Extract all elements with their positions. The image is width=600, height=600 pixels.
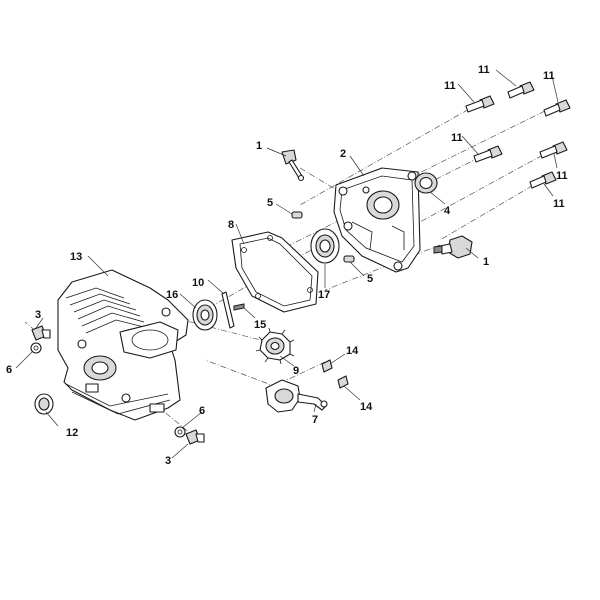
bolt-b: [507, 81, 535, 99]
callout-6-upper: 6: [6, 364, 12, 376]
callout-11-d: 11: [451, 132, 463, 144]
leader-lines: [15, 69, 559, 459]
ball-bearing: [310, 228, 340, 264]
callout-10: 10: [192, 277, 204, 289]
callout-11-b: 11: [478, 64, 490, 76]
callout-3-upper: 3: [35, 309, 41, 321]
governor-arm-assembly: [265, 379, 328, 413]
crankcase-block: [57, 269, 189, 421]
callout-9: 9: [293, 365, 299, 377]
callout-7: 7: [312, 414, 318, 426]
bolt-e: [539, 141, 568, 159]
breather-upper: [281, 149, 305, 182]
bolt-c: [543, 99, 571, 117]
bolt-f: [529, 171, 557, 189]
callout-5-lower: 5: [367, 273, 373, 285]
callout-11-a: 11: [444, 80, 456, 92]
callout-16: 16: [166, 289, 178, 301]
governor-gear: [255, 327, 295, 365]
oil-seal-cover: [414, 172, 438, 194]
callout-6-lower: 6: [199, 405, 205, 417]
bolt-d: [473, 145, 503, 163]
dowel-pin-lower: [343, 255, 355, 263]
oil-seal-crankcase: [192, 299, 218, 331]
callout-15: 15: [254, 319, 266, 331]
washer-lower: [174, 426, 186, 438]
callout-14-upper: 14: [346, 345, 359, 357]
callout-13: 13: [70, 251, 82, 263]
callout-5-upper: 5: [267, 197, 273, 209]
sensor-lower: [433, 235, 473, 259]
dowel-plate: [221, 291, 245, 329]
callout-11-c: 11: [543, 70, 555, 82]
callout-4: 4: [444, 205, 451, 217]
dowel-pin-upper: [291, 211, 303, 219]
callout-11-e: 11: [556, 170, 568, 182]
small-bolt-upper: [321, 359, 333, 373]
callout-1-lower: 1: [483, 256, 489, 268]
oil-seal-front: [34, 393, 54, 415]
bolt-a: [465, 95, 495, 113]
callout-8: 8: [228, 219, 234, 231]
callout-labels: 1 1 2 3 3 4 5 5 6 6 7 8 9 10 11 11 11 11…: [6, 64, 568, 467]
gasket: [231, 231, 319, 313]
washer-upper: [30, 342, 42, 354]
callout-3-lower: 3: [165, 455, 171, 467]
crankcase-cover: [333, 167, 421, 273]
callout-2: 2: [340, 148, 346, 160]
drain-plug-upper: [31, 325, 51, 341]
callout-12: 12: [66, 427, 78, 439]
drain-plug-lower: [185, 429, 205, 445]
callout-17: 17: [318, 289, 330, 301]
callout-11-f: 11: [553, 198, 565, 210]
callout-14-lower: 14: [360, 401, 373, 413]
callout-1-upper: 1: [256, 140, 262, 152]
small-bolt-lower: [337, 375, 349, 389]
